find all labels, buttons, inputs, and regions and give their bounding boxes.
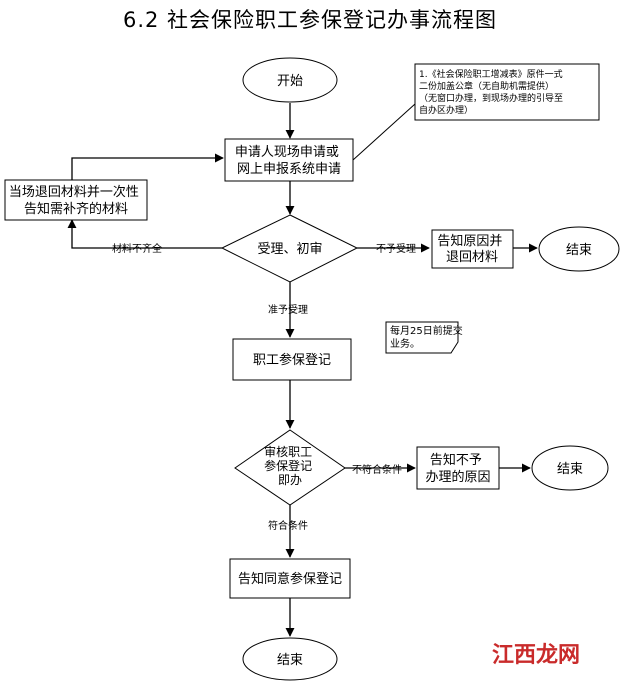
edge-label-not-accepted: 不予受理 — [376, 243, 416, 255]
node-register — [232, 338, 352, 381]
node-apply-line1: 申请人现场申请或 — [235, 145, 339, 160]
edges — [67, 103, 538, 637]
edge-label-qualified: 符合条件 — [268, 519, 308, 532]
node-return-line1: 当场退回材料并一次性 — [9, 184, 139, 200]
node-notify-reject-line2: 退回材料 — [446, 250, 498, 265]
node-apply-label: 申请人现场申请或 网上申报系统申请 — [235, 145, 343, 177]
node-review — [220, 214, 359, 283]
node-end — [242, 637, 338, 681]
node-end-label: 结束 — [277, 653, 303, 668]
node-audit-label: 审核职工 参保登记 即办 — [264, 444, 316, 487]
edge-label-not-qualified: 不符合条件 — [352, 463, 402, 476]
node-return-line2: 告知需补齐的材料 — [24, 201, 128, 217]
node-end-reject — [538, 226, 620, 272]
node-notify-deny-line1: 告知不予 — [430, 452, 482, 468]
node-audit — [234, 429, 346, 506]
node-apply-line2: 网上申报系统申请 — [237, 162, 341, 177]
note-deadline — [385, 321, 459, 354]
node-notify-reject — [431, 229, 514, 269]
node-start — [242, 57, 338, 103]
note-deadline-line2: 业务。 — [390, 337, 420, 350]
node-notify-reject-label: 告知原因并 退回材料 — [437, 233, 506, 265]
node-start-label: 开始 — [277, 74, 303, 89]
node-audit-line1: 审核职工 — [264, 444, 312, 459]
node-apply — [224, 138, 354, 182]
note-materials-line1: 1.《社会保险职工增减表》原件一式 — [419, 68, 563, 80]
edge-label-accepted: 准予受理 — [268, 304, 308, 316]
node-notify-agree-label: 告知同意参保登记 — [238, 571, 342, 587]
note-materials-line2: 二份加盖公章（无自助机需提供） — [419, 80, 554, 92]
note-materials-line3: （无窗口办理，到现场办理的引导至 — [419, 92, 563, 104]
node-end-deny-label: 结束 — [557, 462, 583, 477]
node-return-materials — [4, 179, 148, 221]
node-end-deny — [531, 445, 609, 491]
edge-label-incomplete: 材料不齐全 — [112, 242, 162, 255]
watermark-logo: 江西龙网 — [491, 642, 580, 668]
node-audit-line2: 参保登记 — [264, 458, 312, 473]
node-notify-reject-line1: 告知原因并 — [437, 233, 502, 249]
node-notify-deny-line2: 办理的原因 — [425, 469, 490, 485]
node-review-label: 受理、初审 — [257, 242, 322, 257]
node-notify-deny-label: 告知不予 办理的原因 — [425, 452, 490, 485]
note-materials-text: 1.《社会保险职工增减表》原件一式 二份加盖公章（无自助机需提供） （无窗口办理… — [419, 68, 566, 116]
node-return-materials-label: 当场退回材料并一次性 告知需补齐的材料 — [9, 184, 143, 217]
node-end-reject-label: 结束 — [566, 243, 592, 258]
edge-return-apply — [71, 153, 224, 180]
note-materials-line4: 自办区办理） — [419, 104, 473, 116]
node-register-label: 职工参保登记 — [253, 352, 331, 368]
note-connector-materials — [352, 103, 416, 161]
edge-review-return — [67, 219, 222, 249]
page-title: 6.2 社会保险职工参保登记办事流程图 — [122, 8, 498, 32]
note-deadline-text: 每月25日前提交 业务。 — [390, 324, 466, 350]
node-notify-agree — [229, 558, 351, 599]
note-deadline-line1: 每月25日前提交 — [390, 324, 463, 337]
note-materials — [414, 63, 600, 121]
node-notify-deny — [416, 446, 500, 490]
node-audit-line3: 即办 — [278, 472, 302, 487]
